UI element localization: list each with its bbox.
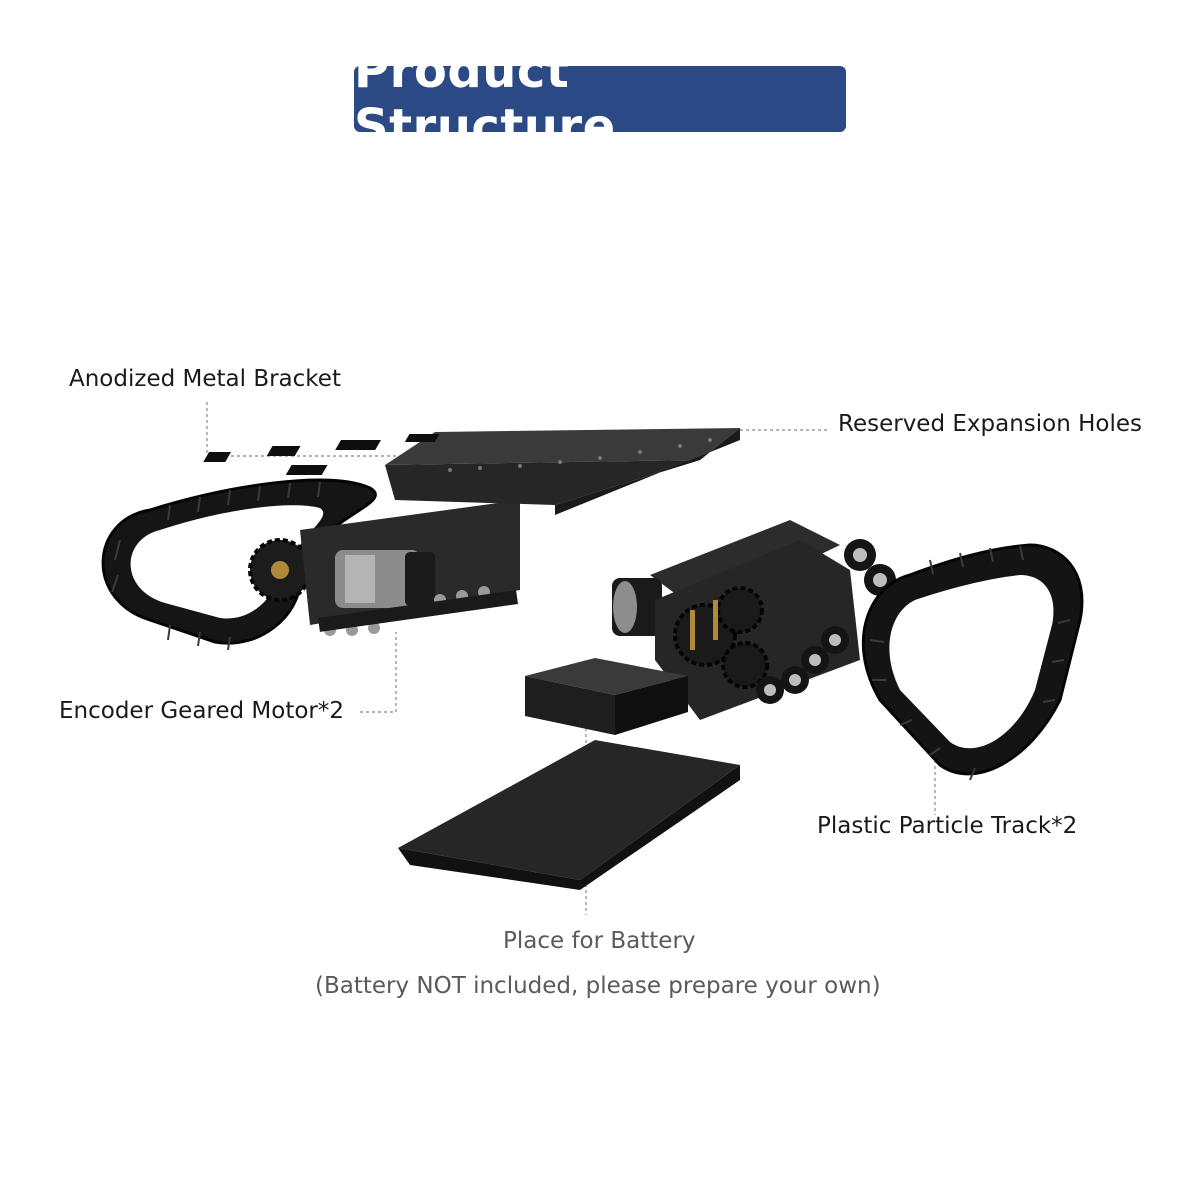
label-track: Plastic Particle Track*2 (817, 813, 1078, 839)
page-title: Product Structure (354, 43, 616, 155)
right-track (861, 543, 1084, 781)
left-track (101, 478, 377, 651)
left-motor-assembly (300, 500, 520, 636)
label-expansion-holes: Reserved Expansion Holes (838, 411, 1142, 437)
motor-leader-line (360, 632, 397, 713)
label-motor: Encoder Geared Motor*2 (59, 698, 345, 724)
bottom-plate (0, 740, 740, 890)
label-bracket: Anodized Metal Bracket (69, 366, 341, 392)
battery-block (525, 658, 688, 735)
left-sprocket (248, 538, 312, 602)
label-battery: Place for Battery (503, 928, 696, 954)
label-battery-note: (Battery NOT included, please prepare yo… (315, 973, 881, 999)
title-banner: Product Structure (354, 43, 846, 155)
right-motor-assembly (612, 520, 896, 720)
top-bracket (203, 428, 740, 515)
